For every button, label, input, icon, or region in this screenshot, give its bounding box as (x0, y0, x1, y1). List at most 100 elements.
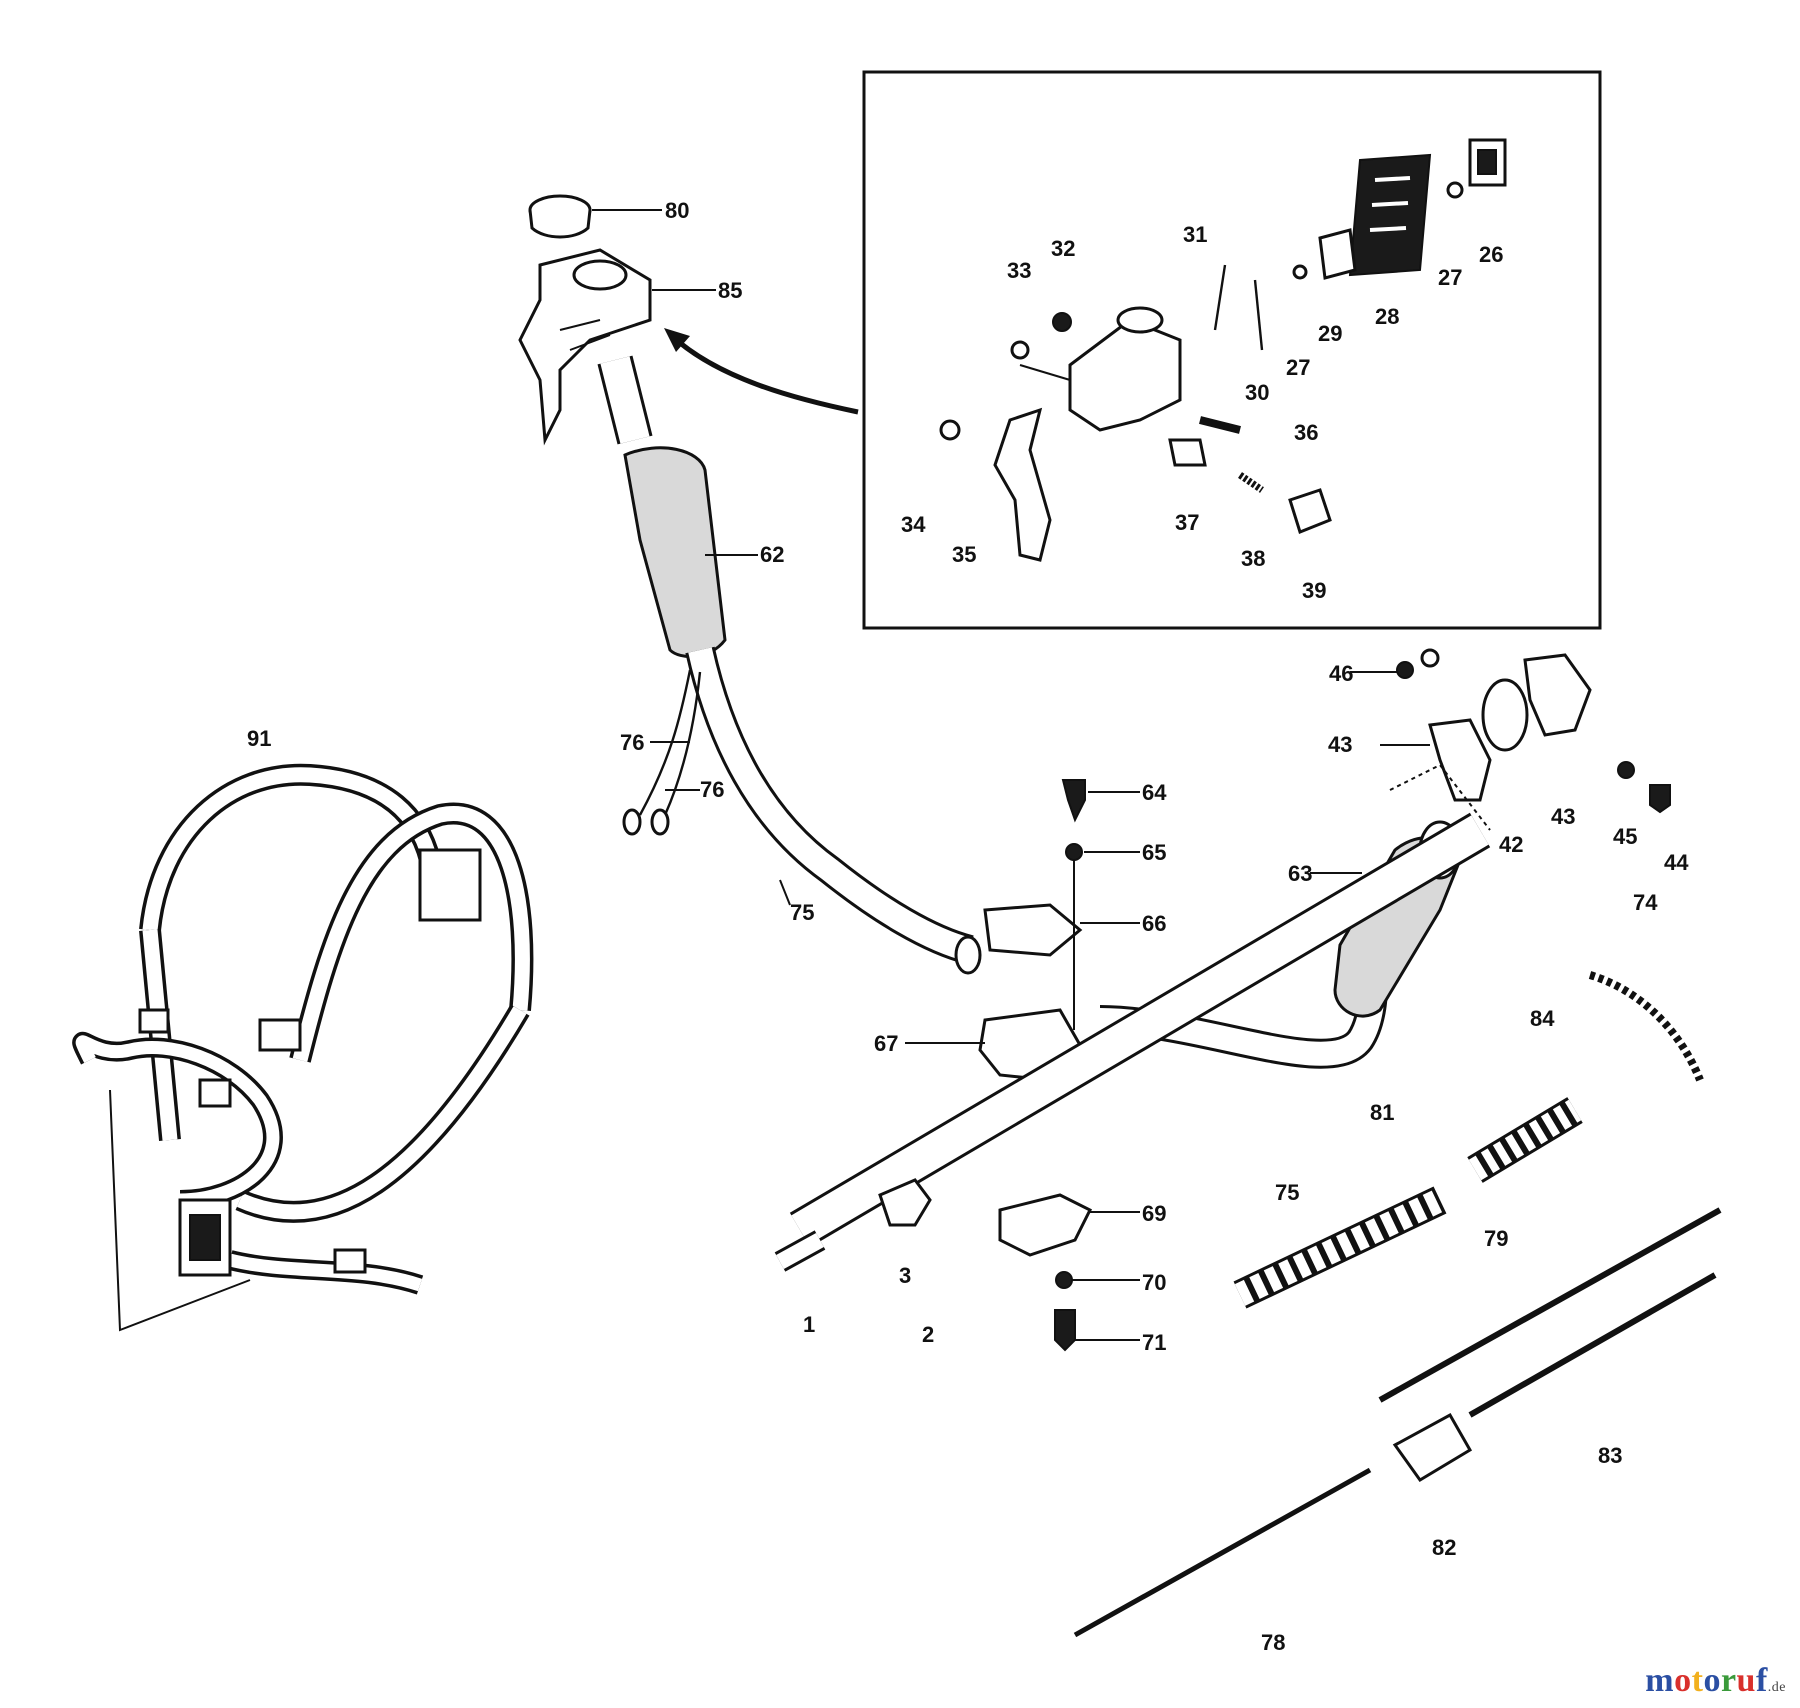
label-85: 85 (718, 278, 742, 303)
plate-28 (1348, 153, 1432, 277)
label-35: 35 (952, 542, 976, 567)
part-labels: 1 2 3 26 27 27 28 29 30 31 32 33 34 35 3… (247, 198, 1689, 1655)
label-36: 36 (1294, 420, 1318, 445)
inset-detail-box (862, 70, 1602, 630)
label-33: 33 (1007, 258, 1031, 283)
label-37: 37 (1175, 510, 1199, 535)
label-82: 82 (1432, 1535, 1456, 1560)
label-38: 38 (1241, 546, 1265, 571)
label-69: 69 (1142, 1201, 1166, 1226)
washer-33 (1010, 340, 1030, 360)
washer-65 (1065, 843, 1083, 861)
trigger-35 (993, 407, 1052, 562)
screw-27b (1292, 264, 1308, 280)
label-30: 30 (1245, 380, 1269, 405)
cable-83 (1468, 1272, 1717, 1418)
drive-tube-81 (1233, 1186, 1447, 1309)
cap-80 (528, 194, 592, 239)
watermark-suffix: .de (1767, 1680, 1786, 1695)
handle-tube-75-upper (685, 646, 982, 975)
label-79: 79 (1484, 1226, 1508, 1251)
leader-lines (592, 209, 1430, 1341)
label-78: 78 (1261, 1630, 1285, 1655)
nut-32 (1052, 312, 1072, 332)
pin-36 (1199, 416, 1241, 434)
cable-78 (1073, 1467, 1372, 1638)
watermark-logo: motoruf.de (1645, 1662, 1786, 1700)
label-44: 44 (1664, 850, 1689, 875)
nut-45 (1617, 761, 1635, 779)
clamp-3 (878, 1178, 932, 1227)
spring-31 (1213, 264, 1227, 331)
label-80: 80 (665, 198, 689, 223)
label-83: 83 (1598, 1443, 1622, 1468)
watermark-letter: o (1674, 1662, 1692, 1699)
label-32: 32 (1051, 236, 1075, 261)
label-27b: 27 (1286, 355, 1310, 380)
label-76a: 76 (620, 730, 644, 755)
switch-26 (1468, 138, 1507, 187)
inset-arrow (670, 334, 859, 415)
label-43a: 43 (1328, 732, 1352, 757)
bolt-44 (1649, 784, 1671, 814)
bushing-37 (1168, 438, 1207, 467)
drive-tube-84 (1467, 1097, 1583, 1183)
main-shaft (789, 812, 1491, 1248)
label-84: 84 (1530, 1006, 1555, 1031)
connector-82 (1392, 1412, 1473, 1482)
clamp-43-right (1523, 653, 1592, 737)
bolt-71 (1054, 1309, 1076, 1352)
bolt-64 (1061, 779, 1086, 823)
label-45: 45 (1613, 824, 1637, 849)
label-29: 29 (1318, 321, 1342, 346)
watermark-text: motoruf (1645, 1662, 1768, 1699)
label-75a: 75 (790, 900, 814, 925)
label-64: 64 (1142, 780, 1167, 805)
shaft-end-1 (774, 1230, 826, 1272)
label-39: 39 (1302, 578, 1326, 603)
label-76b: 76 (700, 777, 724, 802)
label-71: 71 (1142, 1330, 1166, 1355)
bracket-dash-42 (1389, 763, 1491, 831)
washer-70 (1055, 1271, 1073, 1289)
label-28: 28 (1375, 304, 1399, 329)
handle-grip-62 (597, 355, 727, 659)
clamp-43-left (1428, 718, 1492, 802)
screw-27a (1446, 181, 1464, 199)
label-43b: 43 (1551, 804, 1575, 829)
label-34: 34 (901, 512, 926, 537)
inset-arrow-head (664, 328, 690, 352)
clamp-69 (998, 1193, 1093, 1257)
watermark-letter: f (1755, 1662, 1768, 1699)
spring-30 (1253, 279, 1264, 351)
label-1: 1 (803, 1312, 815, 1337)
label-2: 2 (922, 1322, 934, 1347)
bolt-46b (1420, 648, 1440, 668)
throttle-housing-85 (518, 248, 652, 446)
cables-76 (622, 669, 702, 836)
label-67: 67 (874, 1031, 898, 1056)
label-63: 63 (1288, 861, 1312, 886)
clip-34 (939, 419, 961, 441)
label-74: 74 (1633, 890, 1658, 915)
label-46: 46 (1329, 661, 1353, 686)
label-75b: 75 (1275, 1180, 1299, 1205)
chain-74 (1588, 971, 1704, 1082)
label-81: 81 (1370, 1100, 1394, 1125)
spring-38 (1238, 472, 1264, 493)
watermark-letter: t (1691, 1662, 1704, 1699)
bolt-46a (1396, 661, 1414, 679)
shoulder-harness (72, 763, 534, 1332)
label-42: 42 (1499, 832, 1523, 857)
label-3: 3 (899, 1263, 911, 1288)
watermark-letter: o (1703, 1662, 1721, 1699)
label-70: 70 (1142, 1270, 1166, 1295)
watermark-letter: m (1645, 1662, 1675, 1699)
clamp-66 (983, 903, 1083, 957)
label-65: 65 (1142, 840, 1166, 865)
watermark-letter: r (1720, 1662, 1737, 1699)
label-66: 66 (1142, 911, 1166, 936)
contact-29 (1318, 228, 1357, 280)
knob-39 (1288, 488, 1332, 534)
